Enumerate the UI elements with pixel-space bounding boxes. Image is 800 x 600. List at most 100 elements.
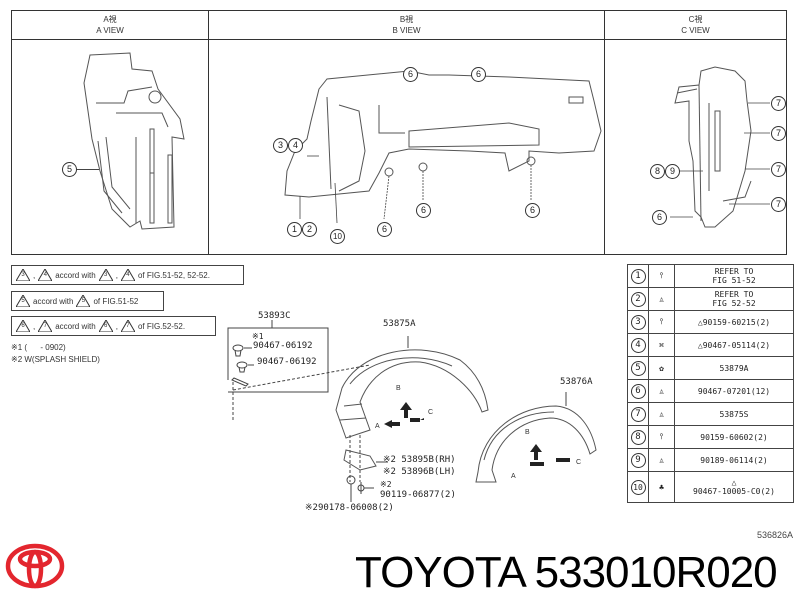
table-row: 6 ♙ 90467-07201(12) <box>627 379 794 403</box>
callout-7: 7 <box>771 197 786 212</box>
c-view-header: C視 C VIEW <box>605 11 786 40</box>
table-row: 5 ✿ 53879A <box>627 356 794 380</box>
push-clip-icon: ♙ <box>648 448 675 472</box>
a-view-label-en: A VIEW <box>96 26 124 35</box>
c-view-label-en: C VIEW <box>681 26 710 35</box>
b-view-header: B視 B VIEW <box>209 11 604 40</box>
callout-6: 6 <box>403 67 418 82</box>
callout-6: 6 <box>652 210 667 225</box>
views-panel: A視 A VIEW 5 B視 B VIEW <box>11 10 787 255</box>
part-value: △90467-05114(2) <box>674 333 794 357</box>
nut-clip-icon: ⌘ <box>648 333 675 357</box>
note-fig-52-52: 6, 7 accord with 6, 7 of FIG.52-52. <box>11 316 216 336</box>
table-row: 9 ♙ 90189-06114(2) <box>627 448 794 472</box>
part-value: △90467-10005-C0(2) <box>674 471 794 503</box>
screw-part-number: 90119-06877(2) <box>380 490 456 500</box>
c-view-label-jp: C視 <box>688 15 703 24</box>
callout-6: 6 <box>471 67 486 82</box>
liner-rh-part-number: 53875A <box>383 319 416 329</box>
callout-7: 7 <box>771 126 786 141</box>
row-number: 3 <box>627 310 649 334</box>
a-view-drawing <box>83 52 185 230</box>
svg-text:C: C <box>576 459 581 466</box>
table-row: 10 ♣ △90467-10005-C0(2) <box>627 471 794 503</box>
footnote-2: ※2 W(SPLASH SHIELD) <box>11 355 100 364</box>
svg-text:A: A <box>375 423 380 430</box>
screw-icon: ⫯ <box>648 425 675 449</box>
callout-6: 6 <box>377 222 392 237</box>
row-number: 8 <box>627 425 649 449</box>
b-view: B視 B VIEW <box>209 11 605 254</box>
triangle-6-icon: 6 <box>98 320 113 332</box>
part-value: 53879A <box>674 356 794 380</box>
callout-3: 3 <box>273 138 288 153</box>
brand-part-title: TOYOTA 533010R020 <box>355 548 778 597</box>
footnote-1: ※1 ( - 0902) <box>11 343 66 352</box>
part-value: 90159-60602(2) <box>674 425 794 449</box>
svg-text:A: A <box>511 473 516 480</box>
note-text: of FIG.52-52. <box>137 321 186 331</box>
push-clip-icon: ♙ <box>648 402 675 426</box>
row-number: 6 <box>627 379 649 403</box>
callout-2: 2 <box>302 222 317 237</box>
callout-8: 8 <box>650 164 665 179</box>
triangle-3-icon: 3 <box>16 269 30 281</box>
row-number: 10 <box>627 471 649 503</box>
screw-note: ※2 <box>380 480 392 489</box>
drawing-reference: 536826A <box>757 530 794 540</box>
callout-6: 6 <box>525 203 540 218</box>
screw-icon: ⫯ <box>648 310 675 334</box>
push-clip-icon: ♙ <box>648 287 675 311</box>
table-row: 8 ⫯ 90159-60602(2) <box>627 425 794 449</box>
note-text: accord with <box>55 321 96 331</box>
row-number: 1 <box>627 264 649 288</box>
a-view-label-jp: A視 <box>103 15 117 24</box>
triangle-5-icon: 5 <box>16 295 30 307</box>
svg-text:B: B <box>525 429 530 436</box>
toyota-logo <box>5 543 65 589</box>
tree-clip-icon: ♣ <box>648 471 675 503</box>
row-number: 2 <box>627 287 649 311</box>
row-number: 4 <box>627 333 649 357</box>
row-number: 7 <box>627 402 649 426</box>
triangle-4-icon: 4 <box>120 269 135 281</box>
callout-4: 4 <box>288 138 303 153</box>
row-number: 9 <box>627 448 649 472</box>
triangle-5-icon: 5 <box>76 295 91 307</box>
triangle-4-icon: 4 <box>38 269 53 281</box>
note-fig-51-52-52-52: 3, 4 accord with 3, 4 of FIG.51-52, 52-5… <box>11 265 244 285</box>
grommet-icon: ✿ <box>648 356 675 380</box>
callout-6: 6 <box>416 203 431 218</box>
callout-9: 9 <box>665 164 680 179</box>
a-view: A視 A VIEW 5 <box>12 11 209 254</box>
callout-7: 7 <box>771 162 786 177</box>
b-view-label-en: B VIEW <box>392 26 421 35</box>
note-text: of FIG.51-52, 52-52. <box>137 270 210 280</box>
table-row: 4 ⌘ △90467-05114(2) <box>627 333 794 357</box>
triangle-7-icon: 7 <box>120 320 135 332</box>
triangle-3-icon: 3 <box>98 269 113 281</box>
svg-text:B: B <box>396 385 401 392</box>
b-view-label-jp: B視 <box>399 15 414 24</box>
part-value: 90467-07201(12) <box>674 379 794 403</box>
callout-7: 7 <box>771 96 786 111</box>
part-value: △90159-60215(2) <box>674 310 794 334</box>
a-view-header: A視 A VIEW <box>12 11 208 40</box>
rivet-clip-icon: ♙ <box>648 379 675 403</box>
table-row: 7 ♙ 53875S <box>627 402 794 426</box>
note-fig-51-52: 5 accord with 5 of FIG.51-52 <box>11 291 164 311</box>
triangle-7-icon: 7 <box>38 320 53 332</box>
triangle-6-icon: 6 <box>16 320 30 332</box>
shield-rh-part-number: ※2 53895B(RH) <box>383 455 456 465</box>
kit-item-2: 90467-06192 <box>257 357 317 367</box>
clip-part-number: ※290178-06008(2) <box>305 503 394 513</box>
part-value: 53875S <box>674 402 794 426</box>
leader-line <box>77 169 99 170</box>
kit-item-1: 90467-06192 <box>253 341 313 351</box>
row-number: 5 <box>627 356 649 380</box>
callout-1: 1 <box>287 222 302 237</box>
